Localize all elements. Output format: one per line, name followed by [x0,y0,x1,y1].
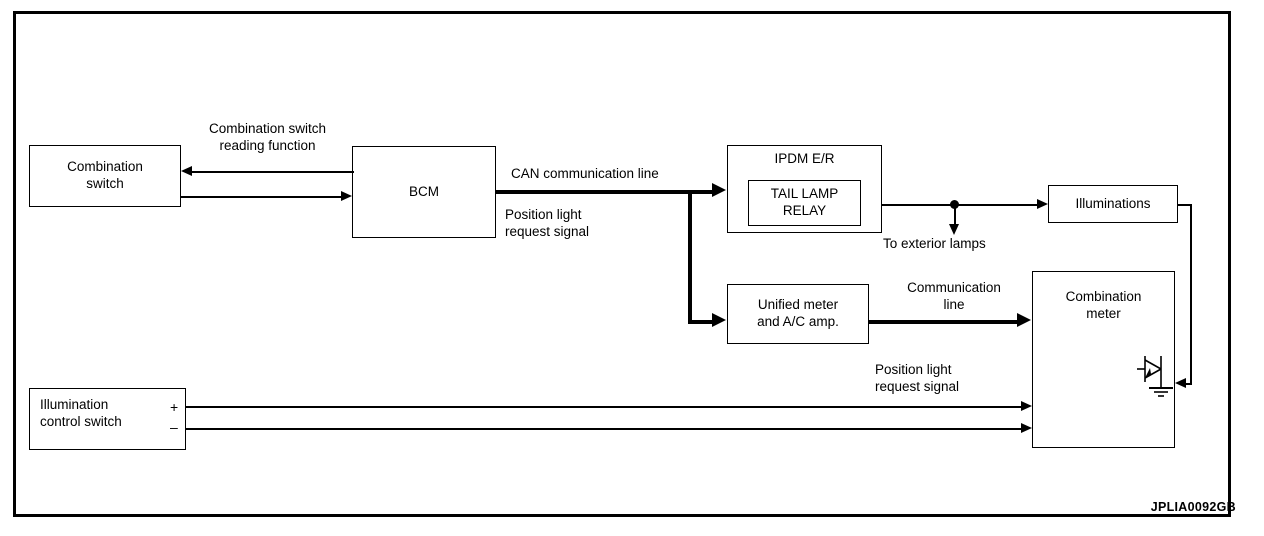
box-combination-switch: Combination switch [29,145,181,207]
box-tail-lamp-relay-label: TAIL LAMP RELAY [770,186,839,218]
box-combination-meter: Combination meter [1032,271,1175,448]
box-ipdm-er-label: IPDM E/R [774,151,835,166]
arrow-unified-meter-to-combination-meter [1017,313,1031,327]
arrow-illumination-switch-minus [1021,422,1032,433]
wire-can-bus-to-unified-meter [688,320,712,324]
label-communication-line: Communication line [907,280,1001,312]
box-bcm-label: BCM [409,183,439,199]
arrow-bcm-to-combination-switch [181,165,192,176]
plus-sign: + [170,399,179,415]
wire-can-bus-main [496,190,712,194]
wire-can-bus-drop [688,190,692,322]
box-bcm: BCM [352,146,496,238]
diagram-border [13,11,1231,517]
arrow-can-bus-to-unified-meter [712,313,726,327]
box-illuminations-label: Illuminations [1075,195,1151,211]
arrow-ipdm-to-illuminations [1037,198,1048,209]
wire-illumination-switch-plus [186,406,1021,408]
box-illumination-control-switch: Illumination control switch [29,388,186,450]
box-tail-lamp-relay: TAIL LAMP RELAY [748,180,861,226]
wire-illumination-switch-minus [186,428,1021,430]
arrow-combination-switch-to-bcm [341,190,352,201]
arrow-to-exterior-lamps [948,224,959,235]
wire-ipdm-to-illuminations [882,204,1037,206]
label-combination-switch-reading-function: Combination switch reading function [208,121,327,153]
wire-to-exterior-lamps [954,204,956,226]
box-illuminations: Illuminations [1048,185,1178,223]
label-can-communication-line: CAN communication line [511,166,659,181]
transistor-ground-icon [1137,356,1173,397]
arrow-illuminations-to-meter [1175,377,1186,388]
wire-unified-meter-to-combination-meter [869,320,1017,324]
box-illumination-control-switch-label: Illumination control switch [40,397,122,429]
label-position-light-request-signal-1: Position light request signal [505,207,590,239]
wire-illuminations-right [1178,204,1192,206]
wire-illuminations-to-meter [1186,383,1192,385]
box-unified-meter-ac-amp-label: Unified meter and A/C amp. [757,297,839,329]
wire-bcm-to-combination-switch [192,171,353,173]
arrow-can-bus-to-ipdm [712,183,726,197]
box-unified-meter-ac-amp: Unified meter and A/C amp. [727,284,869,344]
wire-bcm-left-top-stub [352,171,354,173]
label-to-exterior-lamps: To exterior lamps [883,236,986,251]
figure-code: JPLIA0092GB [1150,500,1236,514]
box-combination-meter-label: Combination meter [1065,289,1142,321]
wire-combination-switch-to-bcm [181,196,342,198]
wire-illuminations-down [1190,204,1192,384]
minus-sign: – [170,419,178,435]
box-combination-switch-label: Combination switch [67,159,143,191]
label-position-light-request-signal-2: Position light request signal [875,362,960,394]
arrow-illumination-switch-plus [1021,400,1032,411]
